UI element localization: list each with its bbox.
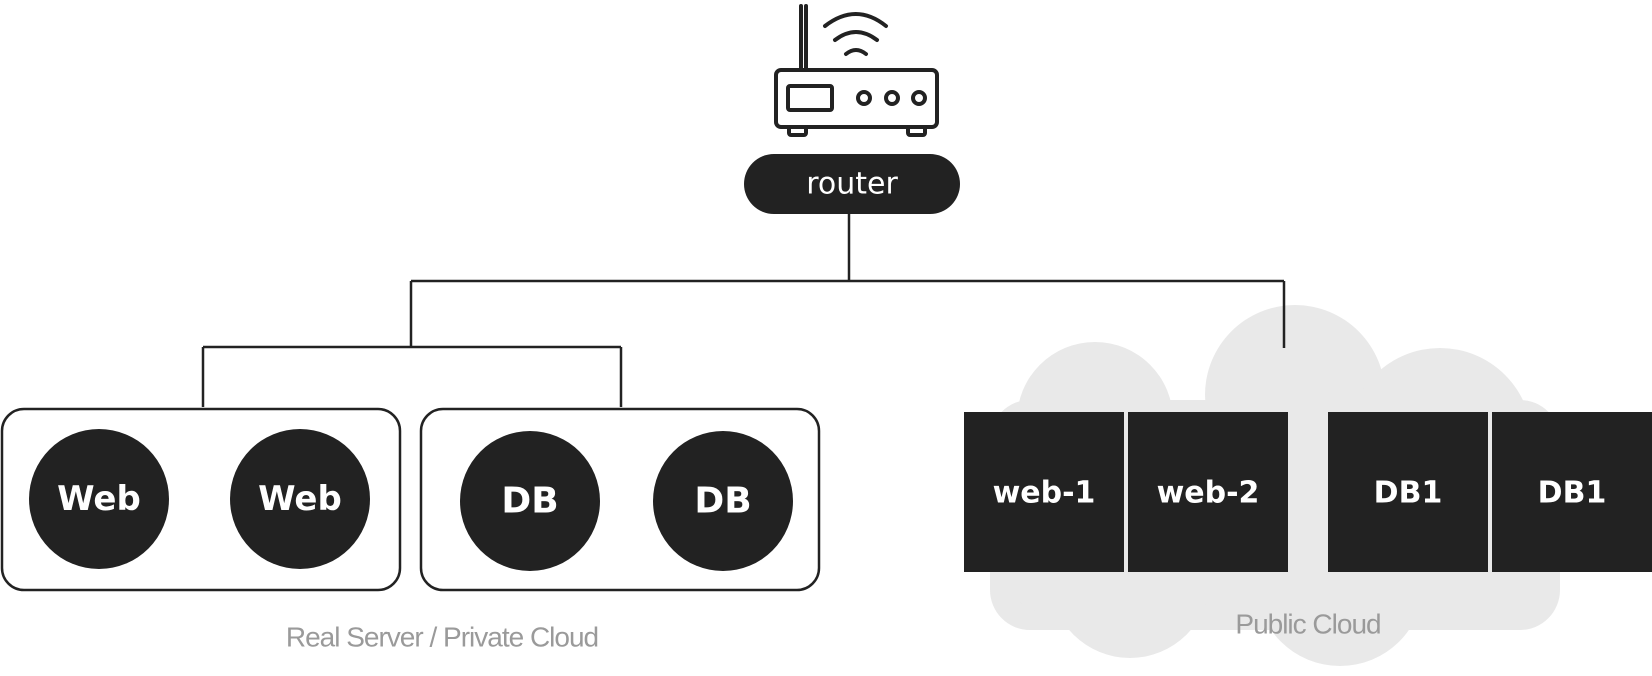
public-server-group: web-1 web-2 DB1 DB1 — [964, 412, 1652, 572]
router-node: router — [744, 154, 960, 214]
private-group-caption: Real Server / Private Cloud — [286, 622, 598, 653]
web-server-label: Web — [258, 479, 342, 519]
public-db-server-label: DB1 — [1538, 476, 1607, 511]
public-web-server-label: web-1 — [993, 476, 1096, 511]
web-group-box — [0, 407, 402, 592]
connection-lines — [201, 213, 1286, 407]
private-web-group: Web Web — [0, 407, 402, 592]
db-server-node — [460, 431, 600, 571]
wifi-router-icon — [774, 4, 939, 137]
router-pill — [744, 154, 960, 214]
public-web-server-node — [964, 412, 1124, 572]
web-server-node — [29, 429, 169, 569]
db-group-box — [419, 407, 821, 592]
public-db-server-node — [1492, 412, 1652, 572]
public-web-server-node — [1128, 412, 1288, 572]
public-web-server-label: web-2 — [1157, 476, 1260, 511]
public-db-server-label: DB1 — [1374, 476, 1443, 511]
web-server-node — [230, 429, 370, 569]
web-server-label: Web — [57, 479, 141, 519]
db-server-node — [653, 431, 793, 571]
public-group-caption: Public Cloud — [1235, 609, 1380, 640]
db-server-label: DB — [694, 481, 751, 522]
db-server-label: DB — [501, 481, 558, 522]
public-db-server-node — [1328, 412, 1488, 572]
router-label: router — [806, 167, 898, 202]
private-db-group: DB DB — [419, 407, 821, 592]
